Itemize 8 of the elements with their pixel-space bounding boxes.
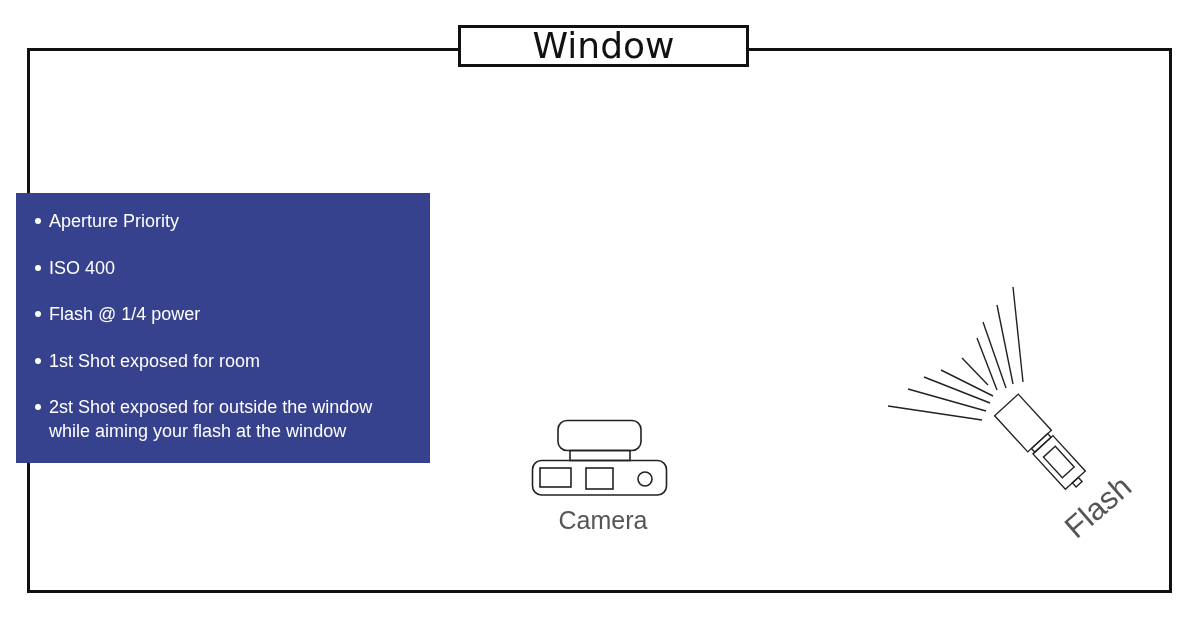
- camera-caption: Camera: [558, 507, 648, 533]
- setting-item: Flash @ 1/4 power: [49, 303, 201, 326]
- window-label: Window: [458, 25, 749, 67]
- setting-item: 2st Shot exposed for outside the window while aiming your flash at the window: [49, 396, 374, 443]
- setting-item: 1st Shot exposed for room: [49, 349, 261, 373]
- camera-icon: [531, 419, 668, 497]
- setting-item: ISO 400: [49, 256, 116, 280]
- setting-item: Aperture Priority: [49, 210, 180, 233]
